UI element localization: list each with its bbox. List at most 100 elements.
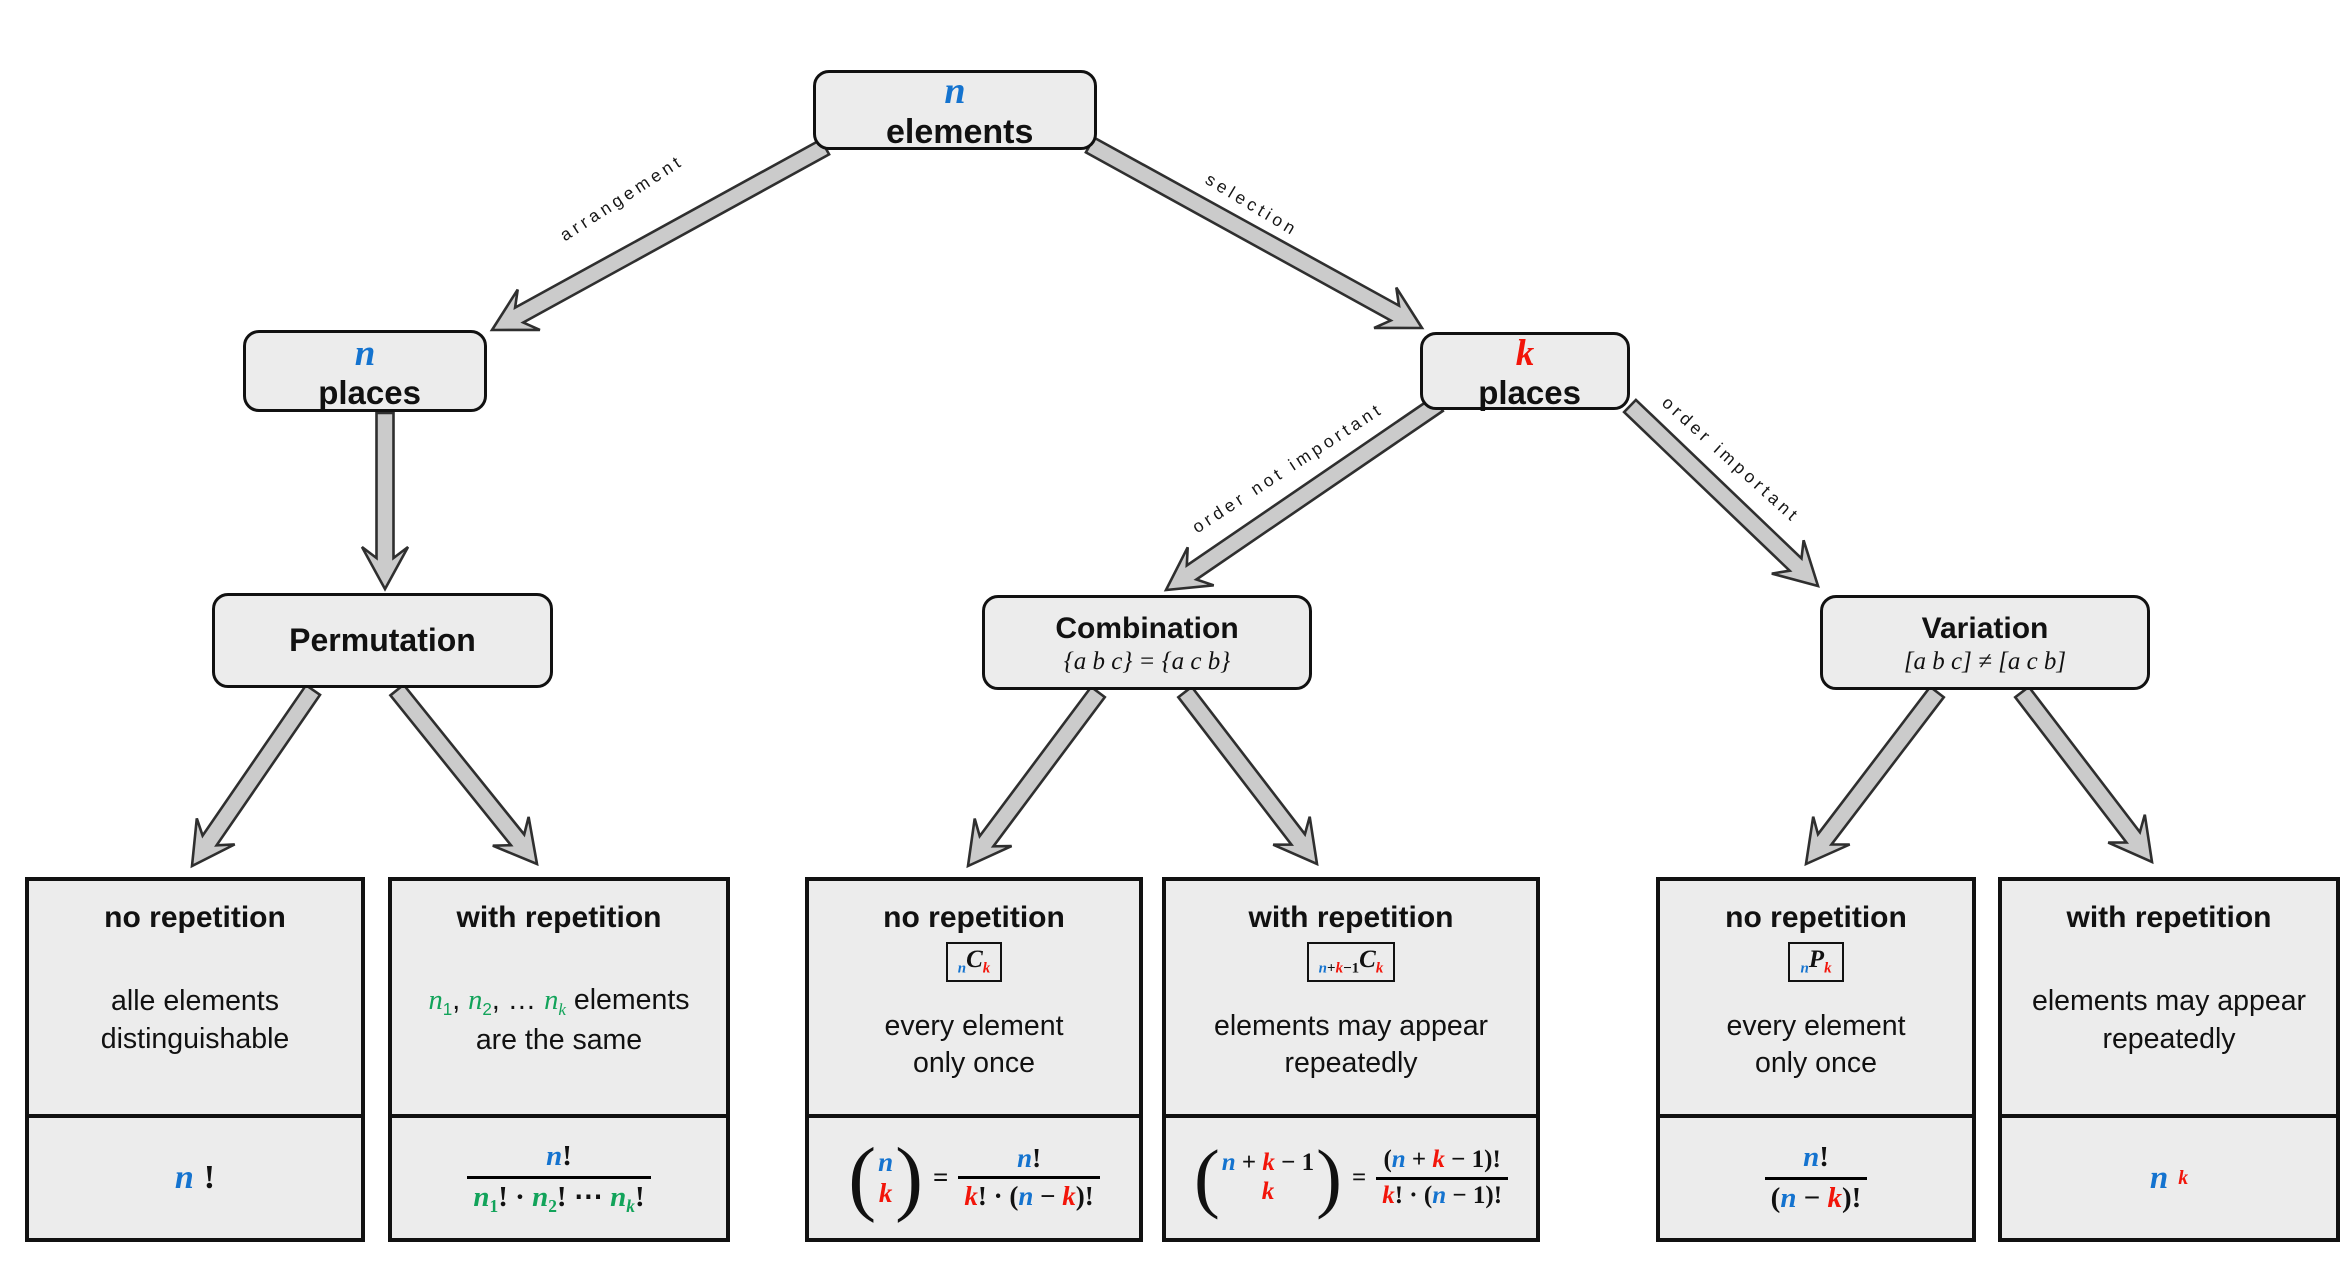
math-token: ! bbox=[562, 1140, 572, 1173]
math-token: ! bbox=[1819, 1141, 1829, 1174]
leaf-permutation-no-repetition: no repetition alle elements distinguishab… bbox=[25, 877, 365, 1242]
math-token: n bbox=[1017, 1143, 1033, 1174]
math-token: elements may appear bbox=[1213, 1009, 1489, 1042]
leaf-title: with repetition bbox=[456, 901, 662, 934]
math-token: − bbox=[1796, 1181, 1828, 1214]
math-token: k bbox=[558, 1000, 566, 1020]
description-line: n1, n2, … nk elements bbox=[428, 982, 689, 1022]
math-token: only once bbox=[912, 1047, 1035, 1080]
math-token: n bbox=[1018, 1181, 1034, 1212]
arrow-combination-to-with-repetition bbox=[1176, 684, 1319, 867]
formula-symbol-badge: nPk bbox=[1788, 942, 1844, 983]
math-token: elements bbox=[876, 112, 1034, 151]
math-token: n bbox=[473, 1180, 490, 1213]
math-token: distinguishable bbox=[100, 1023, 290, 1055]
math-token: ! ⋯ bbox=[556, 1180, 611, 1213]
math-token: repeatedly bbox=[2102, 1023, 2236, 1055]
math-token: elements bbox=[565, 984, 690, 1017]
math-token: n bbox=[957, 960, 967, 977]
leaf-variation-with-repetition: with repetition elements may appear repea… bbox=[1998, 877, 2340, 1242]
math-token: places bbox=[309, 373, 421, 411]
description-line: alle elements bbox=[101, 983, 290, 1021]
math-token: n bbox=[2149, 1159, 2169, 1196]
arrow-variation-to-with-repetition bbox=[2013, 684, 2154, 865]
math-token: n bbox=[1800, 960, 1809, 977]
math-token: 2 bbox=[548, 1195, 557, 1216]
math-token: )! bbox=[1842, 1181, 1862, 1214]
math-token: n bbox=[1432, 1181, 1447, 1209]
math-token: n bbox=[944, 69, 966, 112]
description-line: distinguishable bbox=[101, 1021, 290, 1059]
math-token: 1 bbox=[442, 1000, 453, 1020]
math-token: n bbox=[544, 985, 559, 1017]
leaf-description: elements may appear repeatedly bbox=[2032, 934, 2306, 1114]
math-token: k bbox=[1827, 1181, 1843, 1214]
math-token: k bbox=[1335, 960, 1344, 977]
leaf-formula: n!(n − k)! bbox=[1764, 1141, 1868, 1215]
leaf-description: alle elements distinguishable bbox=[101, 934, 290, 1114]
description-line: are the same bbox=[428, 1022, 689, 1060]
fraction: (n + k − 1)!k! · (n − 1)! bbox=[1376, 1145, 1509, 1211]
arrow-permutation-to-no-repetition bbox=[190, 683, 322, 869]
combination-example: {a b c} = {a c b} bbox=[1063, 647, 1231, 675]
formula-symbol-badge: nCk bbox=[945, 942, 1003, 983]
math-token: n bbox=[428, 985, 443, 1017]
math-token: k bbox=[982, 960, 991, 977]
description-line: repeatedly bbox=[2032, 1021, 2306, 1059]
description-line: every element bbox=[1726, 1008, 1905, 1046]
arrow-order-important bbox=[1622, 398, 1820, 588]
math-token: ( bbox=[1383, 1145, 1392, 1173]
math-token: repeatedly bbox=[1284, 1047, 1418, 1080]
math-token: − 1 bbox=[1274, 1149, 1315, 1177]
leaf-title: no repetition bbox=[104, 901, 286, 934]
math-token: k bbox=[964, 1181, 978, 1212]
leaf-formula: n! bbox=[175, 1159, 215, 1197]
leaf-title: with repetition bbox=[1248, 901, 1454, 934]
math-token: n bbox=[468, 985, 483, 1017]
arrow-combination-to-no-repetition bbox=[966, 685, 1107, 869]
math-token: 1 bbox=[489, 1195, 499, 1216]
math-token: k bbox=[878, 1177, 893, 1208]
math-token: k bbox=[1261, 1178, 1275, 1205]
math-token: = bbox=[932, 1162, 949, 1193]
node-variation: Variation [a b c] ≠ [a c b] bbox=[1820, 595, 2150, 690]
math-token: , … bbox=[491, 984, 545, 1017]
math-token: k bbox=[2178, 1166, 2189, 1189]
node-permutation: Permutation bbox=[212, 593, 553, 688]
math-token: , bbox=[452, 984, 469, 1017]
description-line: repeatedly bbox=[1214, 1045, 1488, 1083]
math-token: n bbox=[1780, 1181, 1797, 1214]
math-token: k bbox=[1432, 1145, 1445, 1173]
variation-title: Variation bbox=[1921, 611, 2049, 645]
description-line: elements may appear bbox=[1214, 1008, 1488, 1046]
math-token: n bbox=[1318, 960, 1328, 977]
fraction: n!k! · (n − k)! bbox=[958, 1143, 1100, 1212]
leaf-title: with repetition bbox=[2066, 901, 2272, 934]
math-token: k bbox=[1375, 960, 1384, 977]
math-token: = bbox=[1351, 1164, 1367, 1191]
math-token: + bbox=[1327, 960, 1336, 977]
arrow-selection bbox=[1084, 135, 1425, 330]
leaf-description: elements may appear repeatedly bbox=[1214, 982, 1488, 1114]
leaf-combination-with-repetition: with repetition n+k−1Ck elements may app… bbox=[1162, 877, 1540, 1242]
math-token: alle elements bbox=[111, 985, 279, 1018]
math-token: places bbox=[1469, 373, 1581, 411]
math-token: k bbox=[1824, 960, 1832, 977]
math-token: elements may appear bbox=[2031, 985, 2307, 1018]
math-token: every element bbox=[1726, 1009, 1906, 1042]
math-token: ! bbox=[634, 1180, 645, 1213]
arrow-variation-to-no-repetition bbox=[1804, 684, 1946, 867]
math-token: n bbox=[1391, 1145, 1406, 1173]
description-line: only once bbox=[1726, 1045, 1905, 1083]
leaf-title: no repetition bbox=[883, 901, 1065, 934]
math-token: ! bbox=[203, 1159, 216, 1196]
